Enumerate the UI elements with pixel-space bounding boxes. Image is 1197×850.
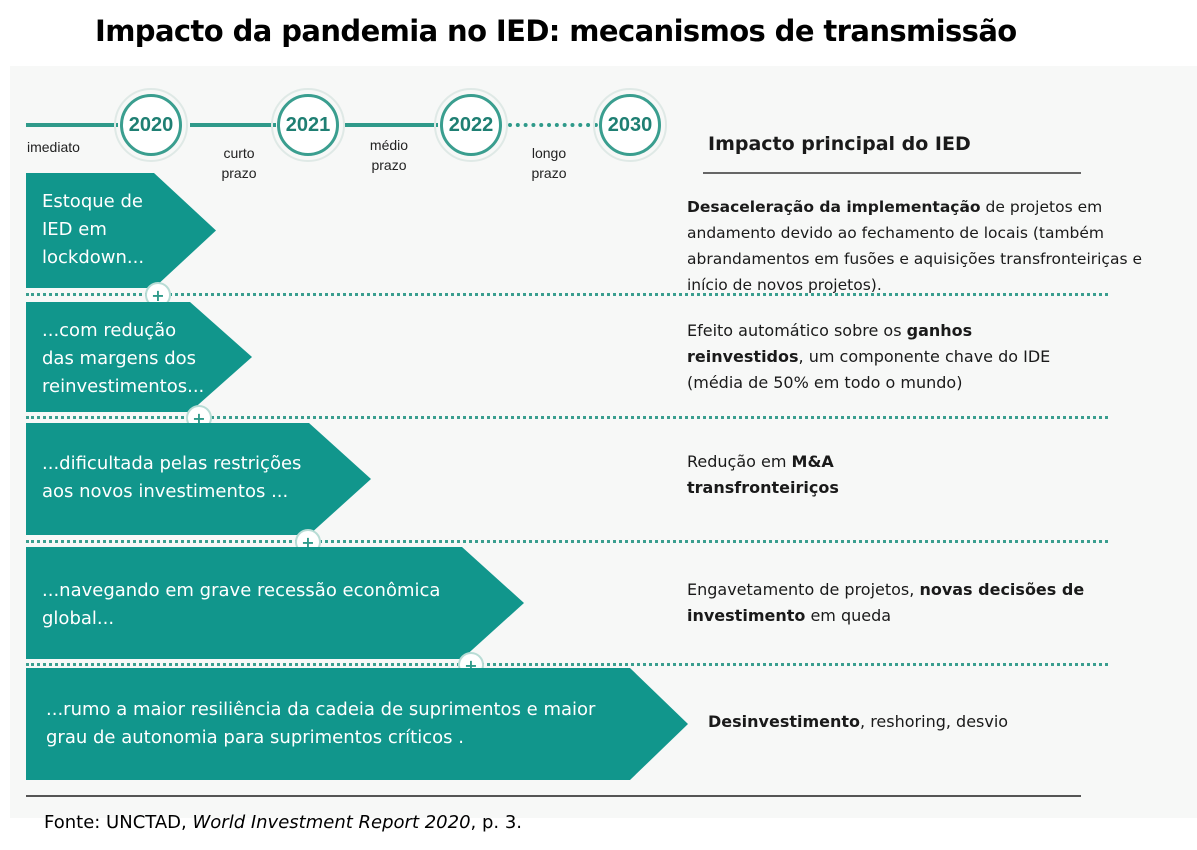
impact-text: de projetos em andamento devido ao fecha… bbox=[687, 198, 1142, 294]
impact-text-pre: Redução em bbox=[687, 452, 792, 471]
year-2030-circle: 2030 bbox=[593, 88, 667, 162]
impact-text: , reshoring, desvio bbox=[860, 712, 1009, 731]
source-report-title: World Investment Report 2020 bbox=[192, 812, 471, 833]
label-immediate: imediato bbox=[27, 139, 80, 155]
timeline-line-short bbox=[190, 123, 276, 127]
timeline-line-medium bbox=[345, 123, 438, 127]
page-title: Impacto da pandemia no IED: mecanismos d… bbox=[95, 14, 1017, 48]
arrow-global-recession: ...navegando em grave recessão econômica… bbox=[26, 547, 524, 659]
row-separator bbox=[26, 540, 1108, 543]
impact-text-pre: Efeito automático sobre os bbox=[687, 321, 907, 340]
impact-heading: Impacto principal do IED bbox=[708, 133, 971, 155]
impact-bold: novas decisões de investimento bbox=[687, 580, 1085, 625]
impact-row-3: Redução em M&A transfronteiriços bbox=[687, 449, 857, 501]
impact-bold: Desaceleração da implementação bbox=[687, 198, 981, 216]
row-separator bbox=[26, 416, 1108, 419]
arrow-text: Estoque de IED em lockdown... bbox=[42, 191, 145, 268]
year-2022-circle: 2022 bbox=[434, 88, 508, 162]
arrow-text: ...rumo a maior resiliência da cadeia de… bbox=[46, 699, 596, 748]
arrow-text: ...dificultada pelas restrições aos novo… bbox=[42, 453, 302, 502]
arrow-text: ...com redução das margens dos reinvesti… bbox=[42, 320, 205, 397]
timeline-dotted-long bbox=[508, 123, 598, 127]
impact-row-5: Desinvestimento, reshoring, desvio bbox=[708, 709, 1088, 735]
impact-bold: M&A transfronteiriços bbox=[687, 452, 839, 497]
arrow-text: ...navegando em grave recessão econômica… bbox=[42, 580, 441, 629]
impact-text: , um componente chave do IDE (média de 5… bbox=[687, 347, 1051, 392]
impact-row-2: Efeito automático sobre os ganhos reinve… bbox=[687, 318, 1087, 396]
source-prefix: Fonte: UNCTAD, bbox=[44, 812, 193, 833]
label-long-term: longo prazo bbox=[531, 145, 567, 181]
source-suffix: , p. 3. bbox=[470, 812, 523, 833]
impact-bold: ganhos reinvestidos bbox=[687, 321, 973, 366]
arrow-investment-restrictions: ...dificultada pelas restrições aos novo… bbox=[26, 423, 371, 535]
impact-heading-rule bbox=[703, 172, 1081, 174]
bottom-rule bbox=[26, 795, 1081, 797]
year-2020-circle: 2020 bbox=[114, 88, 188, 162]
year-2021-circle: 2021 bbox=[271, 88, 345, 162]
timeline-line-immediate bbox=[26, 123, 118, 127]
impact-bold: Desinvestimento bbox=[708, 712, 861, 731]
label-medium-term: médio prazo bbox=[369, 137, 409, 173]
row-separator bbox=[26, 663, 1108, 666]
label-short-term: curto prazo bbox=[221, 145, 257, 181]
impact-row-1: Desaceleração da implementação de projet… bbox=[687, 194, 1177, 298]
source-note: Fonte: UNCTAD, World Investment Report 2… bbox=[44, 812, 522, 833]
impact-text: em queda bbox=[805, 606, 892, 625]
row-separator bbox=[26, 293, 1108, 296]
impact-text-pre: Engavetamento de projetos, bbox=[687, 580, 920, 599]
impact-row-4: Engavetamento de projetos, novas decisõe… bbox=[687, 577, 1107, 629]
arrow-supply-chain-resilience: ...rumo a maior resiliência da cadeia de… bbox=[26, 668, 688, 780]
